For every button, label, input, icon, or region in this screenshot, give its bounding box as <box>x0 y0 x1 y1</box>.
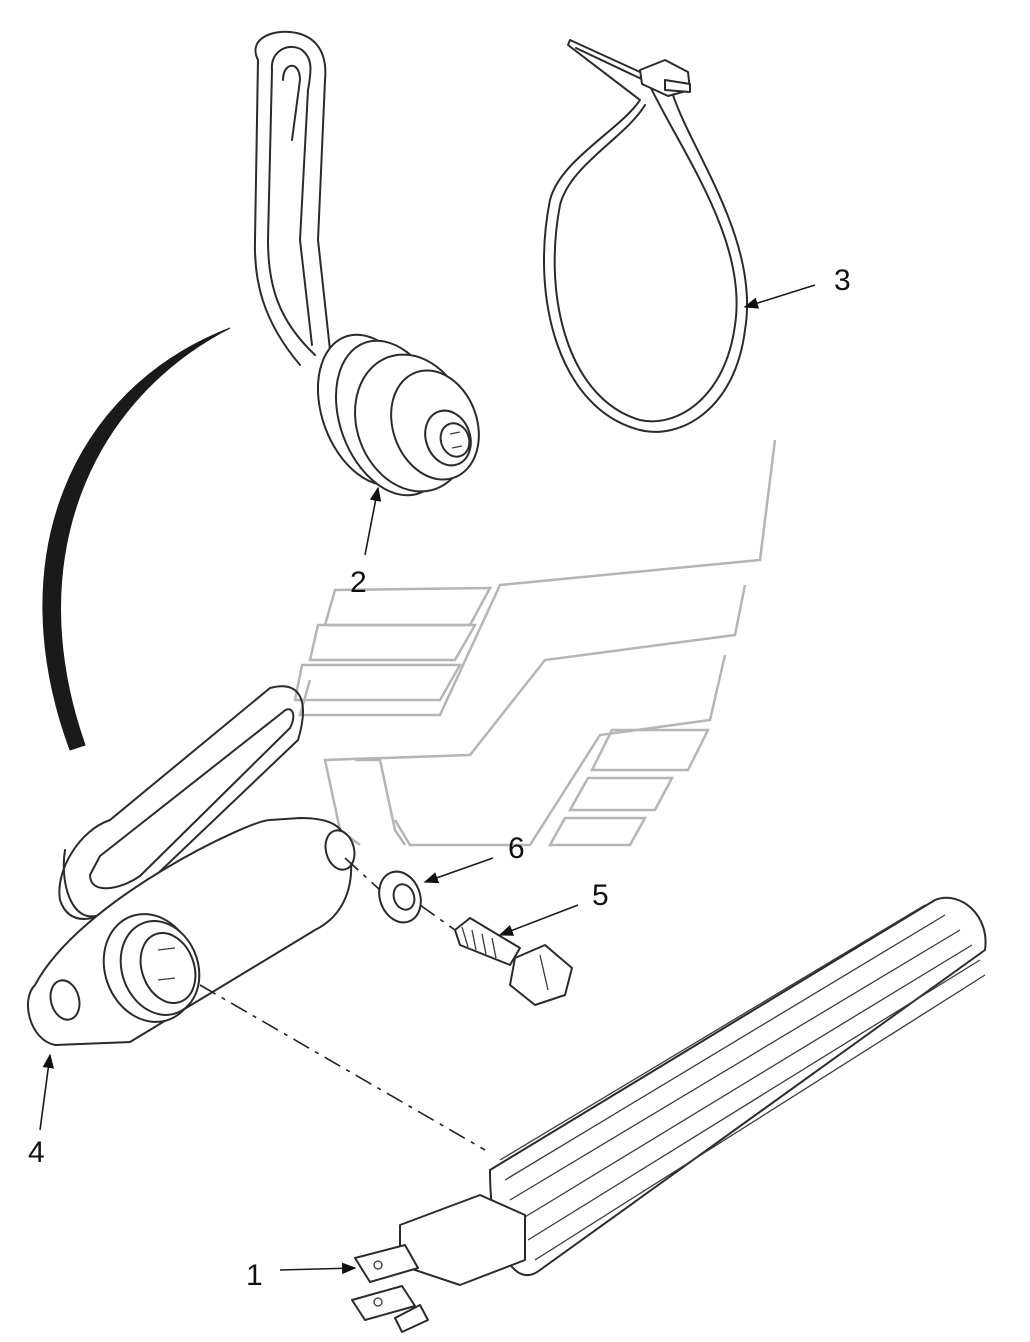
alignment-line-element <box>199 984 486 1151</box>
part-4-flange-element <box>26 685 356 1046</box>
curved-arrow-mark <box>42 327 231 751</box>
callout-4: 4 <box>28 1136 45 1169</box>
callout-5: 5 <box>592 879 609 912</box>
leader-1 <box>279 1262 357 1275</box>
part-6-washer <box>378 870 422 924</box>
watermark <box>293 439 777 847</box>
leader-2 <box>364 486 382 556</box>
leader-6 <box>423 857 494 884</box>
part-2-immersion-element <box>253 30 480 497</box>
callout-3: 3 <box>834 264 851 297</box>
leader-5 <box>498 904 579 936</box>
part-3-bail-clamp <box>543 39 748 433</box>
alignment-line-washer <box>344 857 381 891</box>
leader-3 <box>743 284 816 309</box>
part-1-heating-element <box>351 896 987 1333</box>
callout-2: 2 <box>350 566 367 599</box>
part-5-bolt <box>454 917 573 1006</box>
alignment-line-bolt <box>419 904 456 931</box>
leader-4 <box>39 1053 54 1131</box>
callout-6: 6 <box>508 832 525 865</box>
callout-1: 1 <box>246 1259 263 1292</box>
